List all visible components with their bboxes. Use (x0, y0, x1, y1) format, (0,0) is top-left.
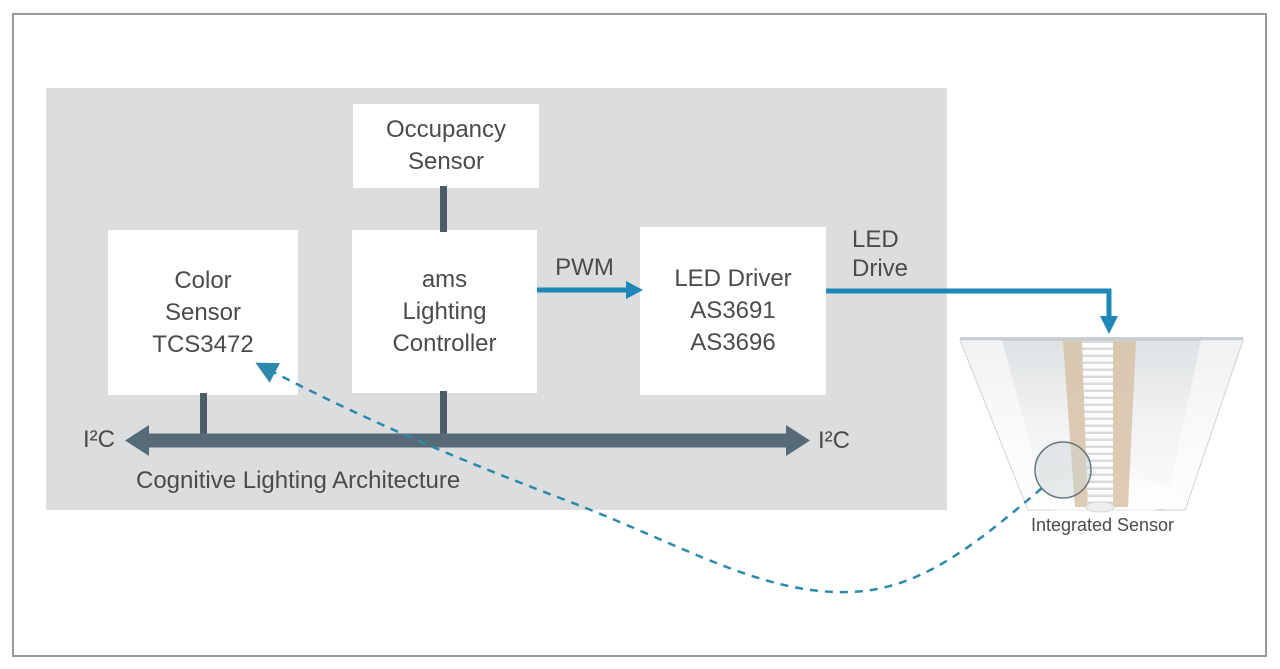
block-occupancy-sensor: Occupancy Sensor (353, 104, 539, 188)
led-drive-label-line: LED (852, 226, 899, 253)
block-label-line: Controller (392, 329, 497, 357)
block-label-line: Color (174, 266, 232, 294)
pwm-label: PWM (555, 254, 614, 281)
i2c-label-left: I²C (83, 426, 115, 453)
i2c-label-right: I²C (818, 427, 850, 454)
led-drive-label: LED Drive (852, 225, 908, 283)
block-lighting-controller: ams Lighting Controller (352, 230, 537, 393)
outer-frame (12, 13, 1267, 657)
architecture-caption: Cognitive Lighting Architecture (136, 467, 461, 494)
block-color-sensor: Color Sensor TCS3472 (108, 230, 298, 395)
block-label-line: AS3691 (690, 297, 776, 324)
integrated-sensor-label: Integrated Sensor (1030, 515, 1175, 535)
block-label-line: Occupancy (385, 116, 507, 143)
block-label-line: TCS3472 (152, 330, 254, 358)
block-label-line: Sensor (407, 148, 485, 175)
led-drive-label-line: Drive (852, 255, 909, 282)
block-label-line: Lighting (402, 297, 487, 325)
block-label-line: LED Driver (674, 265, 792, 292)
block-label-line: Sensor (164, 298, 242, 326)
block-led-driver: LED Driver AS3691 AS3696 (640, 227, 826, 395)
block-label-line: AS3696 (690, 329, 776, 356)
block-label-line: ams (421, 265, 468, 293)
